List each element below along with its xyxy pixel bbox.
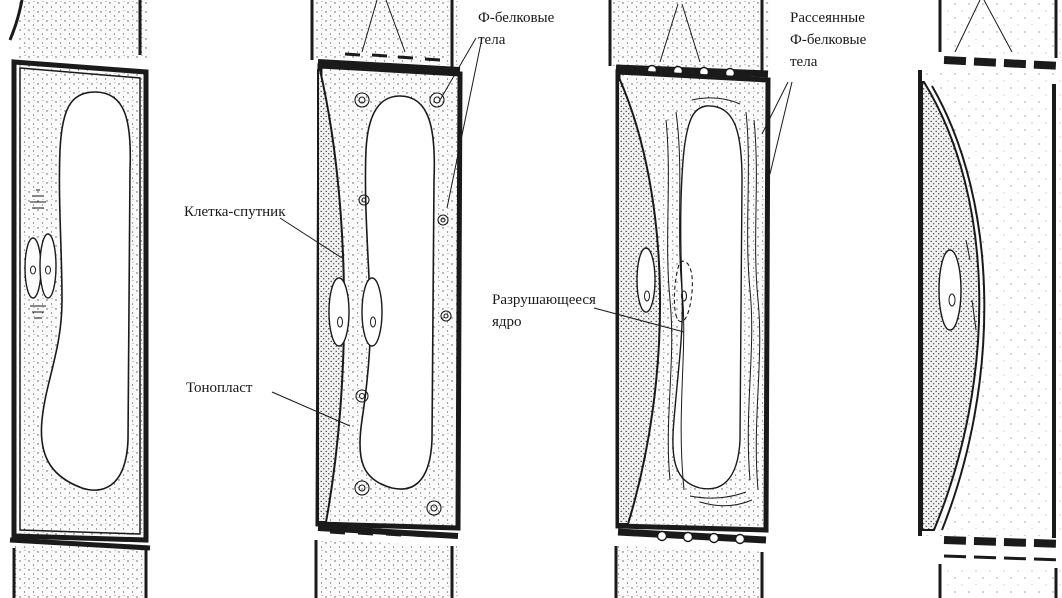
label-protein-bodies: Ф-белковые xyxy=(478,10,555,26)
label-protein-bodies-2: тела xyxy=(478,32,506,48)
label-scattered-bodies-2: Ф-белковые xyxy=(790,32,867,48)
upper-neighbor-cell xyxy=(18,0,150,60)
label-tonoplast: Тонопласт xyxy=(186,380,253,396)
label-companion-cell: Клетка-спутник xyxy=(184,204,286,220)
label-dying-nucleus-2: ядро xyxy=(492,314,522,330)
label-dying-nucleus: Разрушающееся xyxy=(492,292,596,308)
cell-stage-1 xyxy=(10,0,150,598)
sieve-plate-bottom-4 xyxy=(944,540,1062,544)
sieve-plate-top-4 xyxy=(944,60,1062,66)
cell-stage-4 xyxy=(920,0,1062,598)
cell-stage-2 xyxy=(312,0,460,598)
label-scattered-bodies-3: тела xyxy=(790,54,818,70)
lower-neighbor-cell xyxy=(14,546,146,598)
label-scattered-bodies: Рассеянные xyxy=(790,10,865,26)
cell-3-vacuole xyxy=(673,106,742,489)
cell-stage-3 xyxy=(610,0,770,598)
